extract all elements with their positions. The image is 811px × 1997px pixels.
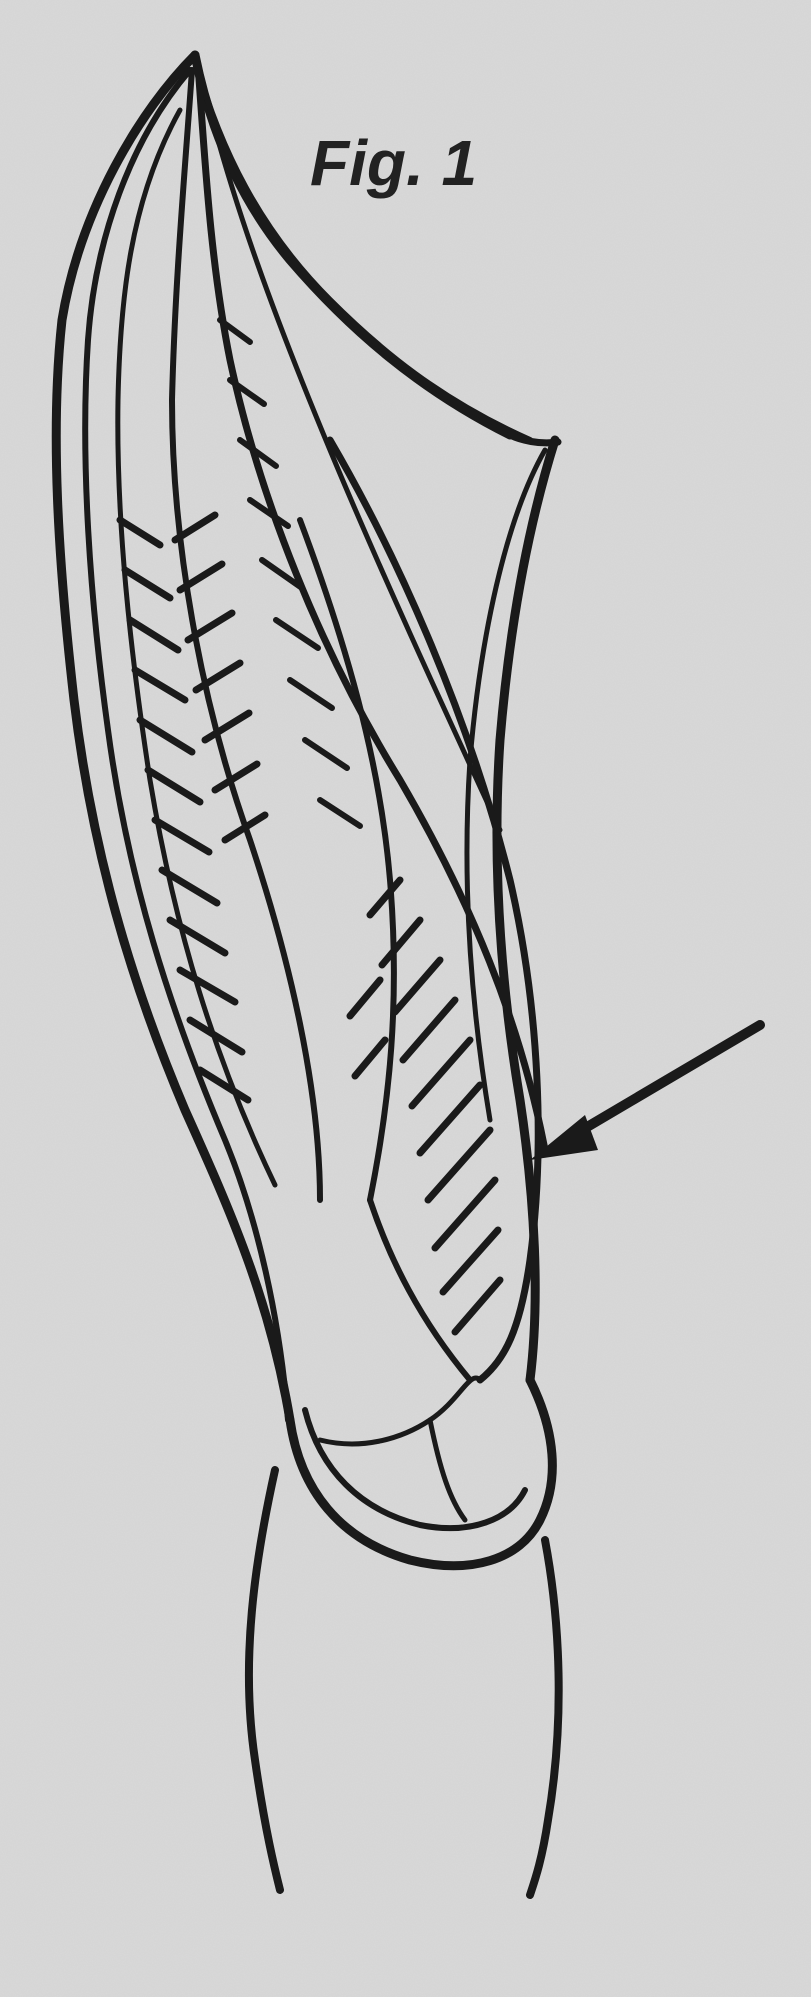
figure-label: Fig. 1 [310, 127, 477, 199]
